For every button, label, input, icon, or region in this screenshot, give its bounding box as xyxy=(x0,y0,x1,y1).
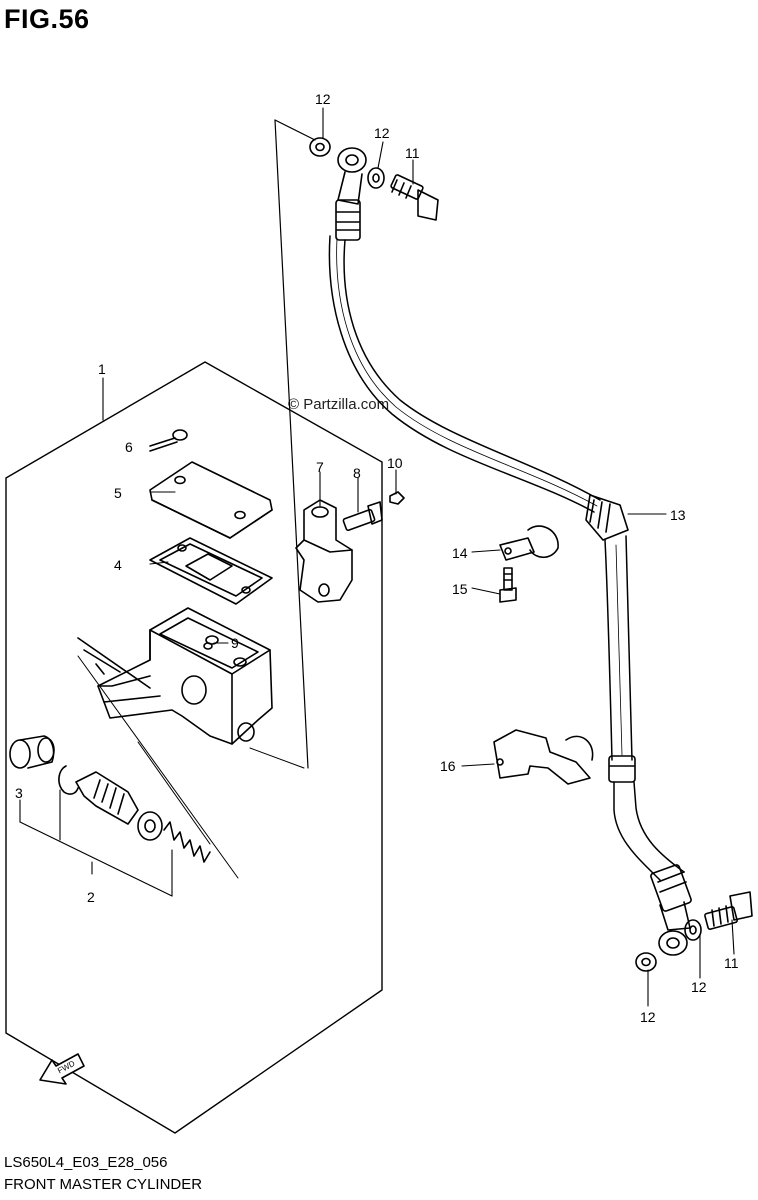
watermark-text: © Partzilla.com xyxy=(288,396,390,413)
callout-10[interactable]: 10 xyxy=(387,455,403,471)
callout-14[interactable]: 14 xyxy=(452,545,468,561)
master-cylinder-body[interactable] xyxy=(77,607,273,745)
reservoir-cap[interactable] xyxy=(149,461,273,539)
figure-name: FRONT MASTER CYLINDER xyxy=(4,1176,203,1193)
holder-nut[interactable] xyxy=(389,491,405,505)
callout-12-upper[interactable]: 12 xyxy=(374,125,390,141)
lever-holder[interactable] xyxy=(295,499,353,603)
washer-icon[interactable] xyxy=(635,952,657,972)
callout-9[interactable]: 9 xyxy=(231,635,239,651)
callout-11-lower[interactable]: 11 xyxy=(724,955,739,971)
callout-7[interactable]: 7 xyxy=(316,459,324,475)
callout-12-bottom[interactable]: 12 xyxy=(640,1009,656,1025)
callout-6[interactable]: 6 xyxy=(125,439,133,455)
piston-cup-icon[interactable] xyxy=(9,735,55,769)
holder-bolt[interactable] xyxy=(342,501,383,532)
callout-15[interactable]: 15 xyxy=(452,581,468,597)
washer-icon[interactable] xyxy=(684,919,702,941)
callout-12-top[interactable]: 12 xyxy=(315,91,331,107)
callout-12-lower-right[interactable]: 12 xyxy=(691,979,707,995)
callout-1[interactable]: 1 xyxy=(98,361,106,377)
washer-icon[interactable] xyxy=(309,137,331,157)
callout-16[interactable]: 16 xyxy=(440,758,456,774)
callout-11-upper[interactable]: 11 xyxy=(405,145,420,161)
hose-bracket[interactable] xyxy=(493,729,594,785)
callout-8[interactable]: 8 xyxy=(353,465,361,481)
model-code: LS650L4_E03_E28_056 xyxy=(4,1154,168,1171)
callout-4[interactable]: 4 xyxy=(114,557,122,573)
callout-5[interactable]: 5 xyxy=(114,485,122,501)
clamp-bolt[interactable] xyxy=(499,567,517,603)
hose-clamp[interactable] xyxy=(499,525,559,561)
spring-cup-icon[interactable] xyxy=(137,811,163,841)
circlip-icon[interactable] xyxy=(58,765,79,795)
callout-3[interactable]: 3 xyxy=(15,785,23,801)
assembly-box-outline xyxy=(5,119,383,1134)
fwd-arrow-icon: FWD xyxy=(39,1053,85,1085)
washer-icon[interactable] xyxy=(367,167,385,189)
return-spring-icon[interactable] xyxy=(163,821,211,863)
callout-2[interactable]: 2 xyxy=(87,889,95,905)
exploded-guide-lines xyxy=(77,655,305,879)
leader-lines xyxy=(19,107,735,1007)
cap-screw[interactable] xyxy=(149,429,188,452)
reservoir-diaphragm[interactable] xyxy=(149,537,273,605)
figure-title: FIG.56 xyxy=(4,4,90,34)
piston-icon[interactable] xyxy=(75,771,139,825)
banjo-bolt-upper[interactable] xyxy=(390,174,439,221)
callout-13[interactable]: 13 xyxy=(670,507,686,523)
brake-hose[interactable] xyxy=(328,147,692,956)
banjo-bolt-lower[interactable] xyxy=(704,891,753,930)
